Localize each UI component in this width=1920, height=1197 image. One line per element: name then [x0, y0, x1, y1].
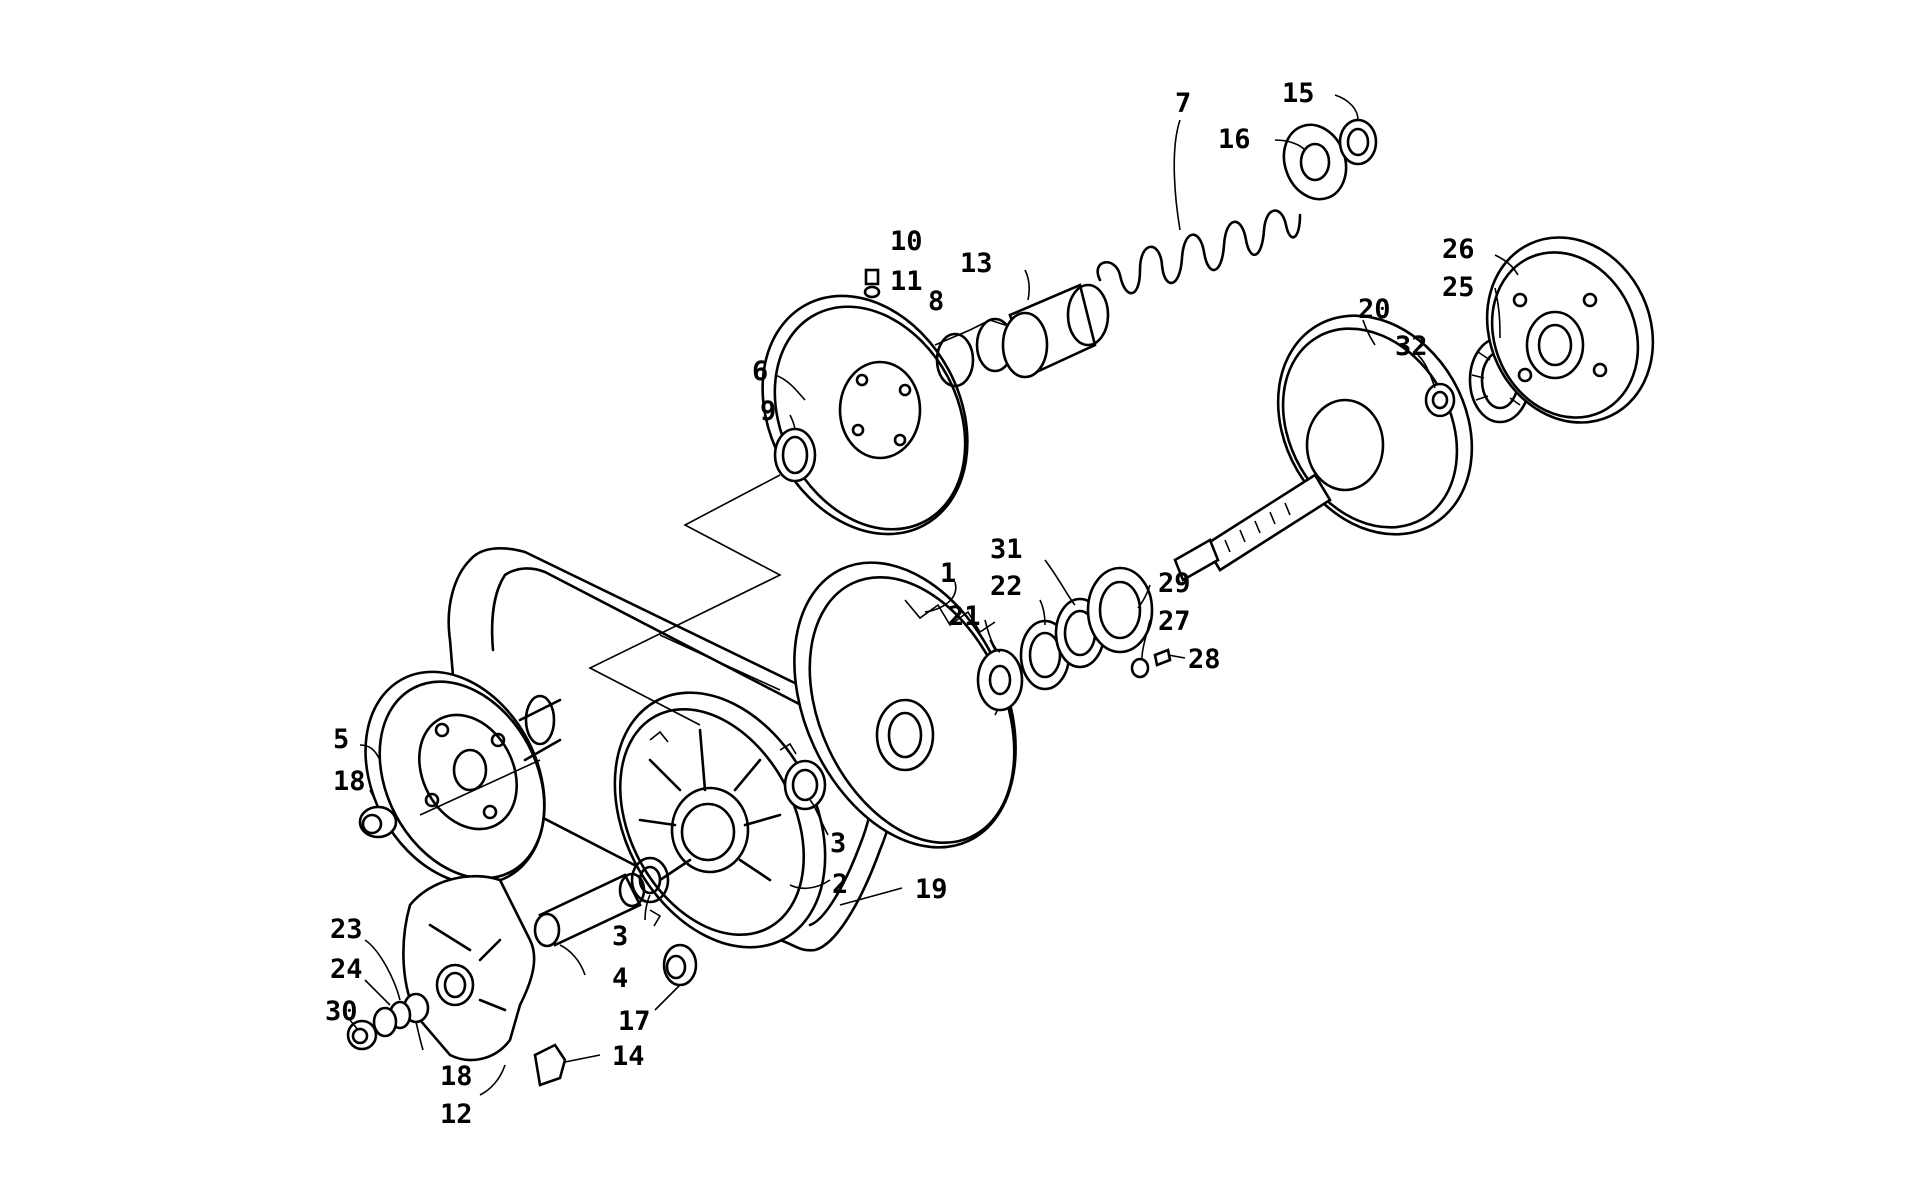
callout-21: 21	[948, 601, 981, 632]
bolt-washer	[1130, 648, 1172, 679]
callout-2: 2	[832, 869, 848, 900]
callout-31: 31	[990, 534, 1023, 565]
callout-19: 19	[915, 874, 948, 905]
seal-ring	[773, 427, 817, 483]
callout-17: 17	[618, 1006, 651, 1037]
callout-22: 22	[990, 571, 1023, 602]
callout-3-lower: 3	[612, 921, 628, 952]
nut-top	[1338, 118, 1378, 166]
callout-29: 29	[1158, 568, 1191, 599]
upper-sheave	[761, 294, 969, 536]
callout-20: 20	[1358, 294, 1391, 325]
callout-10: 10	[890, 226, 923, 257]
callout-24: 24	[330, 954, 363, 985]
nut-stack	[346, 992, 430, 1051]
callout-11: 11	[890, 266, 923, 297]
bushing-upper	[783, 759, 827, 811]
callout-6: 6	[752, 356, 768, 387]
clutch-drum	[1173, 314, 1474, 582]
sleeve	[533, 872, 646, 948]
callout-5: 5	[333, 724, 349, 755]
callout-16: 16	[1218, 124, 1251, 155]
callout-1: 1	[940, 558, 956, 589]
callout-18-bottom: 18	[440, 1061, 473, 1092]
callout-25: 25	[1442, 272, 1475, 303]
drive-pulley-flange	[364, 670, 562, 886]
callout-3-upper: 3	[830, 828, 846, 859]
callout-27: 27	[1158, 606, 1191, 637]
cam	[1001, 283, 1110, 379]
callout-labels: 1 2 3 3 4 5 6 7 8 9 10 11 12 13 14 15 16…	[325, 78, 1475, 1130]
nut-left	[358, 805, 398, 839]
callout-13: 13	[960, 248, 993, 279]
slider	[533, 1043, 567, 1087]
callout-32: 32	[1395, 331, 1428, 362]
callout-14: 14	[612, 1041, 645, 1072]
callout-28: 28	[1188, 644, 1221, 675]
callout-15: 15	[1282, 78, 1315, 109]
clutch-shoe	[1485, 236, 1655, 424]
bearing-small	[1424, 382, 1456, 418]
callout-23: 23	[330, 914, 363, 945]
alignment-lines	[419, 474, 782, 816]
callout-12: 12	[440, 1099, 473, 1130]
leader-lines	[349, 94, 1519, 1096]
callout-4: 4	[612, 963, 628, 994]
bearing-stack	[976, 566, 1154, 712]
callout-8: 8	[928, 286, 944, 317]
callout-26: 26	[1442, 234, 1475, 265]
callout-9: 9	[760, 396, 776, 427]
spring	[1096, 209, 1302, 295]
callout-7: 7	[1175, 88, 1191, 119]
callout-30: 30	[325, 996, 358, 1027]
screw	[863, 268, 881, 299]
roller	[662, 943, 698, 987]
ramp-plate	[402, 874, 536, 1062]
callout-18-left: 18	[333, 766, 366, 797]
